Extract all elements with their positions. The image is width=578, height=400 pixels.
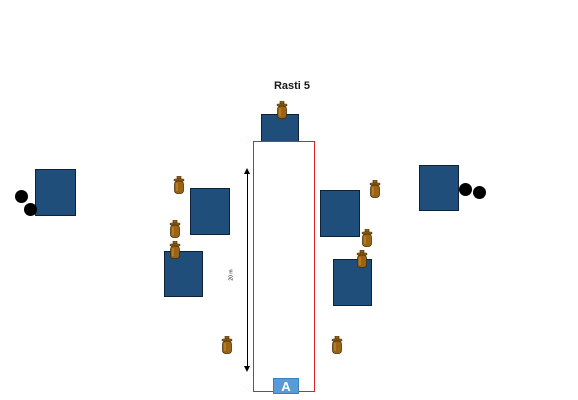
distance-label: 20 m: [228, 269, 235, 281]
plate-icon: [15, 190, 28, 203]
bottle-icon: [330, 336, 344, 354]
start-position-marker: A: [273, 378, 299, 394]
bottle-icon: [360, 229, 374, 247]
target-box-far-left: [35, 169, 76, 216]
bottle-icon: [172, 176, 186, 194]
plate-icon: [459, 183, 472, 196]
bottle-icon: [275, 101, 289, 119]
target-box-left-lower: [164, 251, 203, 297]
bottle-icon: [168, 220, 182, 238]
bottle-icon: [355, 250, 369, 268]
stage-title: Rasti 5: [273, 80, 311, 92]
plate-icon: [473, 186, 486, 199]
target-box-far-right: [419, 165, 459, 211]
bottle-icon: [220, 336, 234, 354]
shooting-lane: [253, 141, 315, 392]
target-box-left-upper: [190, 188, 230, 235]
bottle-icon: [168, 241, 182, 259]
bottle-icon: [368, 180, 382, 198]
plate-icon: [24, 203, 37, 216]
distance-line: [247, 172, 248, 368]
arrow-up-icon: [244, 168, 250, 174]
arrow-down-icon: [244, 366, 250, 372]
target-box-right-upper: [320, 190, 360, 237]
